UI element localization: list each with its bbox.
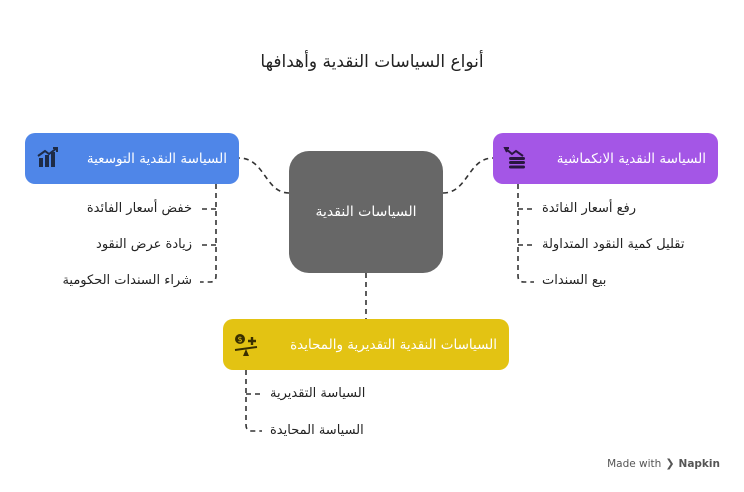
connector-expansionary-items — [200, 184, 217, 283]
expansionary-item-3: شراء السندات الحكومية — [62, 273, 192, 288]
expansionary-policy-label: السياسة النقدية التوسعية — [86, 150, 227, 167]
connector-center-expansionary — [238, 157, 290, 194]
contractionary-policy-node: السياسة النقدية الانكماشية — [493, 133, 718, 184]
coins-down-arrow-icon — [503, 146, 525, 168]
hand-with-growth-chart-icon — [37, 146, 58, 167]
center-node-label: السياسات النقدية — [315, 204, 417, 220]
footer-credit: Made with ❯ Napkin — [607, 457, 720, 470]
neutral-policy-node: السياسات النقدية التقديرية والمحايدة $ — [223, 319, 509, 370]
contractionary-item-2: تقليل كمية النقود المتداولة — [542, 237, 685, 252]
footer-made-with: Made with — [607, 457, 662, 470]
expansionary-item-1: خفض أسعار الفائدة — [86, 201, 192, 216]
diagram-title: أنواع السياسات النقدية وأهدافها — [260, 52, 484, 72]
balance-scale-coin-icon: $ — [234, 333, 258, 356]
contractionary-item-1: رفع أسعار الفائدة — [542, 201, 637, 216]
napkin-logo-icon: ❯ — [665, 457, 675, 470]
neutral-policy-label: السياسات النقدية التقديرية والمحايدة — [290, 336, 497, 353]
connector-neutral-items — [245, 370, 262, 432]
expansionary-item-2: زيادة عرض النقود — [96, 237, 192, 252]
svg-text:$: $ — [237, 335, 242, 344]
connector-center-contractionary — [442, 157, 494, 194]
expansionary-policy-node: السياسة النقدية التوسعية — [25, 133, 239, 184]
neutral-item-2: السياسة المحايدة — [270, 423, 364, 438]
center-node: السياسات النقدية — [289, 151, 443, 273]
neutral-item-1: السياسة التقديرية — [270, 386, 366, 401]
contractionary-policy-label: السياسة النقدية الانكماشية — [556, 150, 706, 167]
contractionary-item-3: بيع السندات — [542, 273, 607, 288]
footer-brand: Napkin — [678, 457, 720, 470]
connector-contractionary-items — [517, 184, 534, 283]
